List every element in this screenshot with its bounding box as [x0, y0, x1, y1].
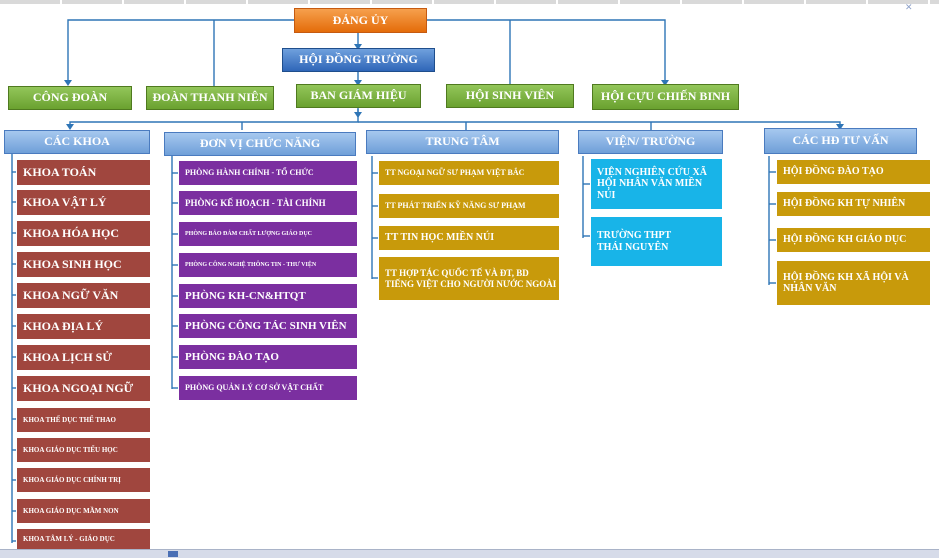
- hd-tu-van-item[interactable]: HỘI ĐỒNG ĐÀO TẠO: [776, 159, 931, 185]
- hd-tu-van-item[interactable]: HỘI ĐỒNG KH XÃ HỘI VÀ NHÂN VĂN: [776, 260, 931, 306]
- trung-tam-item[interactable]: TT PHÁT TRIỂN KỸ NĂNG SƯ PHẠM: [378, 193, 560, 219]
- khoa-item[interactable]: KHOA GIÁO DỤC MẦM NON: [16, 498, 151, 524]
- close-icon[interactable]: ✕: [905, 2, 913, 12]
- khoa-item[interactable]: KHOA VẬT LÝ: [16, 189, 151, 216]
- hd-tu-van-item[interactable]: HỘI ĐỒNG KH TỰ NHIÊN: [776, 191, 931, 217]
- ban-giam-hieu-box[interactable]: BAN GIÁM HIỆU: [296, 84, 421, 108]
- phong-item[interactable]: PHÒNG BẢO ĐẢM CHẤT LƯỢNG GIÁO DỤC: [178, 221, 358, 247]
- phong-item[interactable]: PHÒNG HÀNH CHÍNH - TỔ CHỨC: [178, 160, 358, 186]
- dang-uy-box[interactable]: ĐẢNG ỦY: [294, 8, 427, 33]
- status-bar: [0, 549, 939, 558]
- hoi-dong-truong-box[interactable]: HỘI ĐỒNG TRƯỜNG: [282, 48, 435, 72]
- phong-item[interactable]: PHÒNG KH-CN&HTQT: [178, 283, 358, 309]
- hoi-cuu-chien-binh-box[interactable]: HỘI CỰU CHIẾN BINH: [592, 84, 739, 110]
- cac-khoa-header[interactable]: CÁC KHOA: [4, 130, 150, 154]
- phong-item[interactable]: PHÒNG CÔNG TÁC SINH VIÊN: [178, 313, 358, 339]
- khoa-item[interactable]: KHOA NGỮ VĂN: [16, 282, 151, 309]
- khoa-item[interactable]: KHOA GIÁO DỤC TIỂU HỌC: [16, 437, 151, 463]
- khoa-item[interactable]: KHOA TOÁN: [16, 159, 151, 186]
- vien-item[interactable]: TRƯỜNG THPT THÁI NGUYÊN: [590, 216, 723, 267]
- trung-tam-item[interactable]: TT NGOẠI NGỮ SƯ PHẠM VIỆT BẮC: [378, 160, 560, 186]
- khoa-item[interactable]: KHOA LỊCH SỬ: [16, 344, 151, 371]
- khoa-item[interactable]: KHOA THỂ DỤC THỂ THAO: [16, 407, 151, 433]
- document-icon[interactable]: [168, 551, 178, 557]
- trung-tam-header[interactable]: TRUNG TÂM: [366, 130, 559, 154]
- cong-doan-box[interactable]: CÔNG ĐOÀN: [8, 86, 132, 110]
- phong-item[interactable]: PHÒNG QUẢN LÝ CƠ SỞ VẬT CHẤT: [178, 375, 358, 401]
- khoa-item[interactable]: KHOA HÓA HỌC: [16, 220, 151, 247]
- trung-tam-item[interactable]: TT HỢP TÁC QUỐC TẾ VÀ ĐT, BD TIẾNG VIỆT …: [378, 256, 560, 301]
- vien-truong-header[interactable]: VIỆN/ TRƯỜNG: [578, 130, 723, 154]
- khoa-item[interactable]: KHOA ĐỊA LÝ: [16, 313, 151, 340]
- vien-item[interactable]: VIỆN NGHIÊN CỨU XÃ HỘI NHÂN VĂN MIỀN NÚI: [590, 158, 723, 210]
- don-vi-chuc-nang-header[interactable]: ĐƠN VỊ CHỨC NĂNG: [164, 132, 356, 156]
- khoa-item[interactable]: KHOA TÂM LÝ - GIÁO DỤC: [16, 528, 151, 550]
- phong-item[interactable]: PHÒNG ĐÀO TẠO: [178, 344, 358, 370]
- khoa-item[interactable]: KHOA SINH HỌC: [16, 251, 151, 278]
- toolbar-strip: [0, 0, 939, 4]
- khoa-item[interactable]: KHOA GIÁO DỤC CHÍNH TRỊ: [16, 467, 151, 493]
- trung-tam-item[interactable]: TT TIN HỌC MIỀN NÚI: [378, 225, 560, 251]
- hoi-sinh-vien-box[interactable]: HỘI SINH VIÊN: [446, 84, 574, 108]
- phong-item[interactable]: PHÒNG CÔNG NGHỆ THÔNG TIN - THƯ VIỆN: [178, 252, 358, 278]
- phong-item[interactable]: PHÒNG KẾ HOẠCH - TÀI CHÍNH: [178, 190, 358, 216]
- hd-tu-van-item[interactable]: HỘI ĐỒNG KH GIÁO DỤC: [776, 227, 931, 253]
- doan-thanh-nien-box[interactable]: ĐOÀN THANH NIÊN: [146, 86, 274, 110]
- cac-hd-tu-van-header[interactable]: CÁC HĐ TƯ VẤN: [764, 128, 917, 154]
- khoa-item[interactable]: KHOA NGOẠI NGỮ: [16, 375, 151, 402]
